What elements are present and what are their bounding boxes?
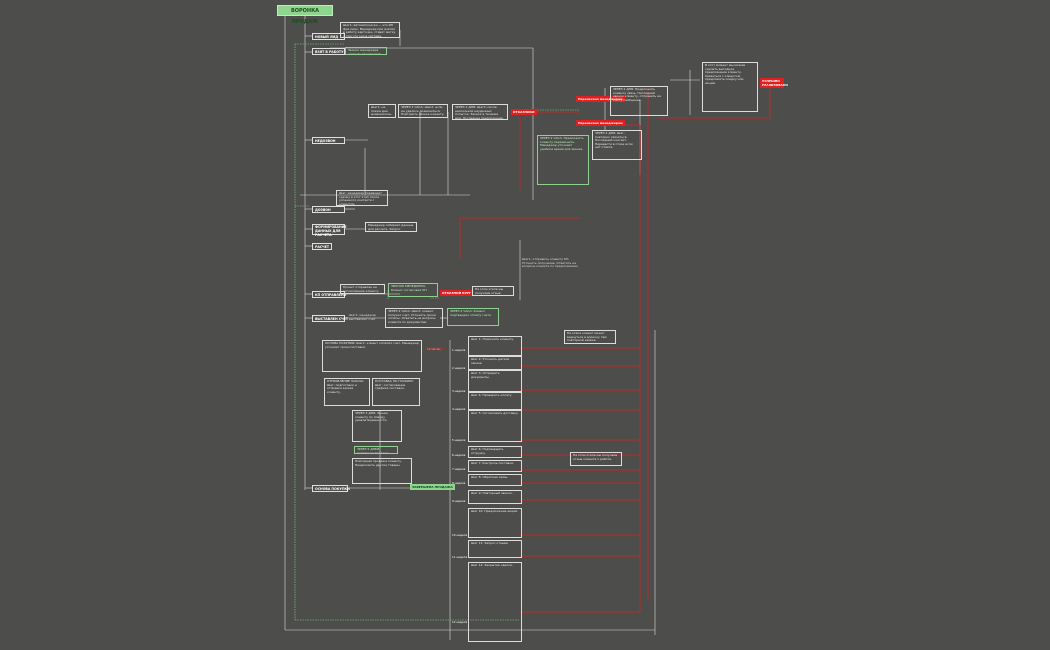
success-button[interactable]: УСПЕШНО РЕАЛИЗОВАНО <box>760 78 788 88</box>
note-invoice-1: Шаг1: менеджер выставляет счет <box>349 314 376 320</box>
note-nedozvon-3: ЧЕРЕЗ 2 ДНЯ: Шаг3: после нескольких неуд… <box>452 104 508 120</box>
step-card-1: Шаг 1: Позвонить клиенту. <box>468 336 522 356</box>
stage-kp-sent[interactable]: КП ОТПРАВЛЕНО <box>312 291 346 298</box>
step-card-11: Шаг 11: Запрос отзыва. <box>468 540 522 558</box>
note-purchase-2: ОТПРАВЛЕНИЕ ЗАКАЗА: Шаг: подготовка и от… <box>324 378 370 406</box>
step-card-12: Шаг 12: Закрытие сделки. <box>468 562 522 642</box>
note-formation: Менеджер собирает данные для расчета. За… <box>365 222 417 232</box>
step-label-7: 7 неделя <box>452 467 466 471</box>
note-kp-after: На этом этапе мы получаем отзыв клиента … <box>472 286 514 296</box>
step-label-8: 8 неделя <box>452 481 466 485</box>
note-mid-fail: Шаг1: отправить клиенту КП. Уточнить пол… <box>522 258 579 269</box>
done-button[interactable]: ЗАВЕРШЕНА ПРОДАЖА <box>410 484 455 490</box>
step-label-9: 9 неделя <box>452 499 466 503</box>
step-card-4: Шаг 4: Проверить оплату. <box>468 392 522 410</box>
note-nedozvon-2: ЧЕРЕЗ 2 ЧАСА: Шаг2: если не удалось дозв… <box>398 104 448 118</box>
note-bottom-right-2: На этом этапе мы получаем отзыв клиента … <box>570 452 622 466</box>
step-label-2: 2 неделя <box>452 366 466 370</box>
note-nedozvon-1: Шаг1: не позже дня дозвонилось. Позвонит… <box>368 104 396 118</box>
note-kp-sent: Проект отправлен на согласование клиенту <box>340 284 385 294</box>
step-card-3: Шаг 3: Отправить документы. <box>468 370 522 392</box>
stage-invoice[interactable]: ВЫСТАВЛЕН СЧЕТ <box>312 315 348 322</box>
stage-new-lead[interactable]: НОВЫЙ ЛИД <box>312 33 345 40</box>
note-new-lead: Шаг1: автоматически — это ИП физ.лицо. М… <box>340 22 400 38</box>
step-label-5: 5 неделя <box>452 438 466 442</box>
step-card-2: Шаг 2: Уточнить детали заказа. <box>468 356 522 370</box>
step-card-8: Шаг 8: Обратная связь. <box>468 474 522 486</box>
cycle-label: 12 месяц <box>427 347 441 351</box>
stop-button[interactable]: ОТКАЗНИКИ <box>511 109 537 115</box>
note-purchase-4: ЧЕРЕЗ 3 ДНЯ: Звонок клиенту по поводу уд… <box>352 410 402 442</box>
step-card-6: Шаг 6: Подтвердить отгрузку. <box>468 446 522 458</box>
note-purchase-3: ПОСТАВКА ПО ГРАФИКУ: Шаг: согласование г… <box>372 378 420 406</box>
stage-nedozvon[interactable]: НЕДОЗВОН <box>312 137 345 144</box>
note-invoice-green: ЧЕРЕЗ 2 ЧАСА: Клиент подтвердил оплату с… <box>447 308 499 326</box>
stage-dozvon[interactable]: ДОЗВОН <box>312 206 345 213</box>
step-card-10: Шаг 10: Предложение акций. <box>468 508 522 538</box>
moved-button-1[interactable]: Перенесено менеджером <box>576 96 625 102</box>
step-card-7: Шаг 7: Контроль поставки. <box>468 460 522 472</box>
step-card-9: Шаг 9: Повторный звонок. <box>468 490 522 504</box>
step-label-12: 12 неделя <box>452 620 468 624</box>
step-label-6: 6 неделя <box>452 453 466 457</box>
funnel-title: ВОРОНКА ПРОДАЖ <box>277 5 333 25</box>
stage-taken[interactable]: ВЗЯТ В РАБОТУ <box>312 48 345 55</box>
step-label-3: 3 неделя <box>452 389 466 393</box>
note-right-mid: ЧЕРЕЗ 2 ДНЯ: Шаг: повторно связаться. По… <box>592 130 642 160</box>
note-invoice-2: ЧЕРЕЗ 2 ЧАСА: Шаг2: клиент получил счет.… <box>385 308 443 328</box>
moved-button-2[interactable]: Перенесено менеджером <box>576 120 625 126</box>
stage-purchase[interactable]: ОСНОВА ПОКУПКИ <box>312 485 350 492</box>
note-far-right: В этот момент мы можем сделать выгодное … <box>702 62 758 112</box>
refusal-button[interactable]: ОТКАЗНОЙ КРУГ <box>440 290 473 296</box>
step-label-1: 1 неделя <box>452 348 466 352</box>
stage-calc[interactable]: РАСЧЕТ <box>312 243 332 250</box>
note-dozvon: Шаг: менеджер переводит сделку в этот эт… <box>336 190 388 206</box>
note-right-top: ЧЕРЕЗ 2 ДНЯ: Предложить клиенту связь. П… <box>610 86 668 116</box>
step-card-5: Шаг 5: Согласовать доставку. <box>468 410 522 442</box>
note-purchase-5: Повторная продажа клиенту. Предложить др… <box>352 458 412 484</box>
note-kp-green: ЗВОНОК МЕНЕДЖЕРА: Клиент согласовал КП <box>388 283 438 297</box>
note-bottom-right-1: На этапе клиент может вернуться в воронк… <box>564 330 616 344</box>
note-purchase-1: ОСНОВА ПОКУПКИ: Шаг1: клиент оплатил сче… <box>322 340 422 372</box>
note-green-mid: ЧЕРЕЗ 2 ЧАСА: Предложить клиенту перезво… <box>537 135 589 185</box>
note-purchase-green: ЧЕРЕЗ 5 ДНЕЙ: повторная продажа <box>354 446 398 454</box>
step-label-4: 4 неделя <box>452 407 466 411</box>
step-label-11: 11 неделя <box>452 555 468 559</box>
note-taken-green: Звонок менеджера клиенту происходит опер… <box>345 47 387 55</box>
stage-formation[interactable]: ФОРМИРОВАНИЕ ДАННЫХ ДЛЯ РАСЧЕТА <box>312 224 347 236</box>
step-label-10: 10 неделя <box>452 533 468 537</box>
